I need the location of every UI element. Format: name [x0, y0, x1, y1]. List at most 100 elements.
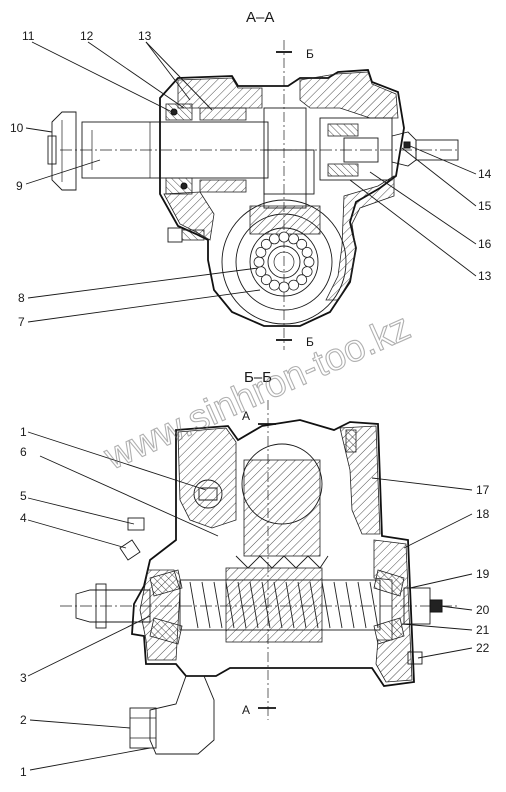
callout-12: 12: [80, 29, 94, 43]
sector-body: [243, 459, 321, 557]
seal-ring: [180, 182, 188, 190]
leader-lines-top: [25, 41, 477, 323]
callout-19: 19: [476, 567, 490, 581]
ball: [278, 231, 290, 243]
ball: [268, 233, 280, 245]
callout-14: 14: [478, 167, 492, 181]
callout-21: 21: [476, 623, 490, 637]
ball: [253, 256, 265, 268]
shaft-collar: [95, 583, 107, 629]
callout-15: 15: [478, 199, 492, 213]
housing-wall-upper: [177, 77, 263, 109]
callout-9: 9: [16, 179, 23, 193]
leader-lines-bottom: [27, 431, 473, 771]
callout-16: 16: [478, 237, 492, 251]
top-bolt: [127, 517, 145, 531]
lock-washer: [403, 141, 411, 149]
oil-plug: [119, 539, 141, 561]
rack-teeth: [249, 205, 321, 235]
callout-1-top: 1: [20, 425, 27, 439]
thread-line: [201, 581, 211, 629]
bearing-cone-right-lower: [373, 617, 405, 645]
mount-bolt-head: [167, 227, 183, 243]
housing-wall-right: [299, 71, 399, 119]
ball-nut: [249, 227, 319, 297]
housing-outline-b: [131, 419, 415, 687]
housing-wall-left-b: [177, 427, 237, 529]
vent-plug: [345, 429, 357, 453]
thread-line: [333, 581, 343, 629]
ball: [296, 274, 308, 286]
cover-bolt: [407, 651, 423, 665]
callout-13-right: 13: [478, 269, 492, 283]
fitting-nut: [129, 707, 157, 749]
ball: [255, 246, 267, 258]
ball: [278, 281, 290, 293]
section-title-b-b: Б–Б: [244, 369, 272, 386]
callout-3: 3: [20, 671, 27, 685]
thread-line: [357, 581, 367, 629]
callout-1-bottom: 1: [20, 765, 27, 779]
callout-6: 6: [20, 445, 27, 459]
cut-label-b-bottom: Б: [306, 335, 314, 349]
ball: [296, 238, 308, 250]
valve-spool: [343, 137, 379, 163]
callout-18: 18: [476, 507, 490, 521]
spline-end: [51, 111, 77, 191]
bearing-cone-right-upper: [373, 569, 405, 597]
sector-teeth: [235, 555, 329, 569]
section-title-a-a: А–А: [246, 9, 274, 26]
ball: [260, 274, 272, 286]
ball: [288, 233, 300, 245]
ball: [260, 238, 272, 250]
ball: [301, 246, 313, 258]
input-shaft-b: [75, 589, 151, 623]
callout-4: 4: [20, 511, 27, 525]
thread-line: [369, 581, 379, 629]
section-a-a-view: А–А Б Б: [10, 9, 492, 350]
thread-line: [345, 581, 355, 629]
callout-2: 2: [20, 713, 27, 727]
thread-line: [321, 581, 331, 629]
cut-label-a-bottom: А: [242, 703, 250, 717]
output-stub: [415, 139, 459, 161]
bearing-upper-left: [165, 103, 193, 121]
bushing-lower: [199, 179, 247, 193]
spline-teeth: [47, 135, 57, 165]
bypass-plug: [193, 479, 223, 509]
sector-housing-bore: [221, 199, 347, 325]
callout-7: 7: [18, 315, 25, 329]
thread-line: [189, 581, 199, 629]
cut-label-a-top: А: [242, 409, 250, 423]
bearing-cone-left-upper: [149, 569, 183, 597]
housing-wall-right-b: [339, 425, 381, 535]
rack-piston: [263, 107, 307, 209]
valve-bearing-upper: [327, 123, 359, 137]
ball: [288, 279, 300, 291]
section-b-b-view: Б–Б А А: [20, 369, 490, 779]
callout-11: 11: [22, 29, 35, 43]
cut-label-b-top: Б: [306, 47, 314, 61]
ball-circuit: [253, 231, 315, 293]
mount-bolt: [181, 229, 205, 241]
hose-fitting: [149, 675, 215, 755]
callout-8: 8: [18, 291, 25, 305]
callout-13-top: 13: [138, 29, 152, 43]
ball: [268, 279, 280, 291]
callout-17: 17: [476, 483, 490, 497]
callout-10: 10: [10, 121, 24, 135]
screw-core: [267, 245, 301, 279]
bearing-lower-left: [165, 177, 193, 195]
bypass-plug-hex: [198, 487, 218, 501]
ball: [301, 266, 313, 278]
valve-bearing-lower: [327, 163, 359, 177]
housing-wall-lower-right: [325, 175, 395, 301]
screw-center: [273, 251, 295, 273]
callout-22: 22: [476, 641, 490, 655]
callout-20: 20: [476, 603, 490, 617]
ball-nut-b: [225, 567, 323, 643]
ball: [303, 256, 315, 268]
bushing-upper: [199, 107, 247, 121]
bearing-cone-left-lower: [149, 617, 183, 645]
